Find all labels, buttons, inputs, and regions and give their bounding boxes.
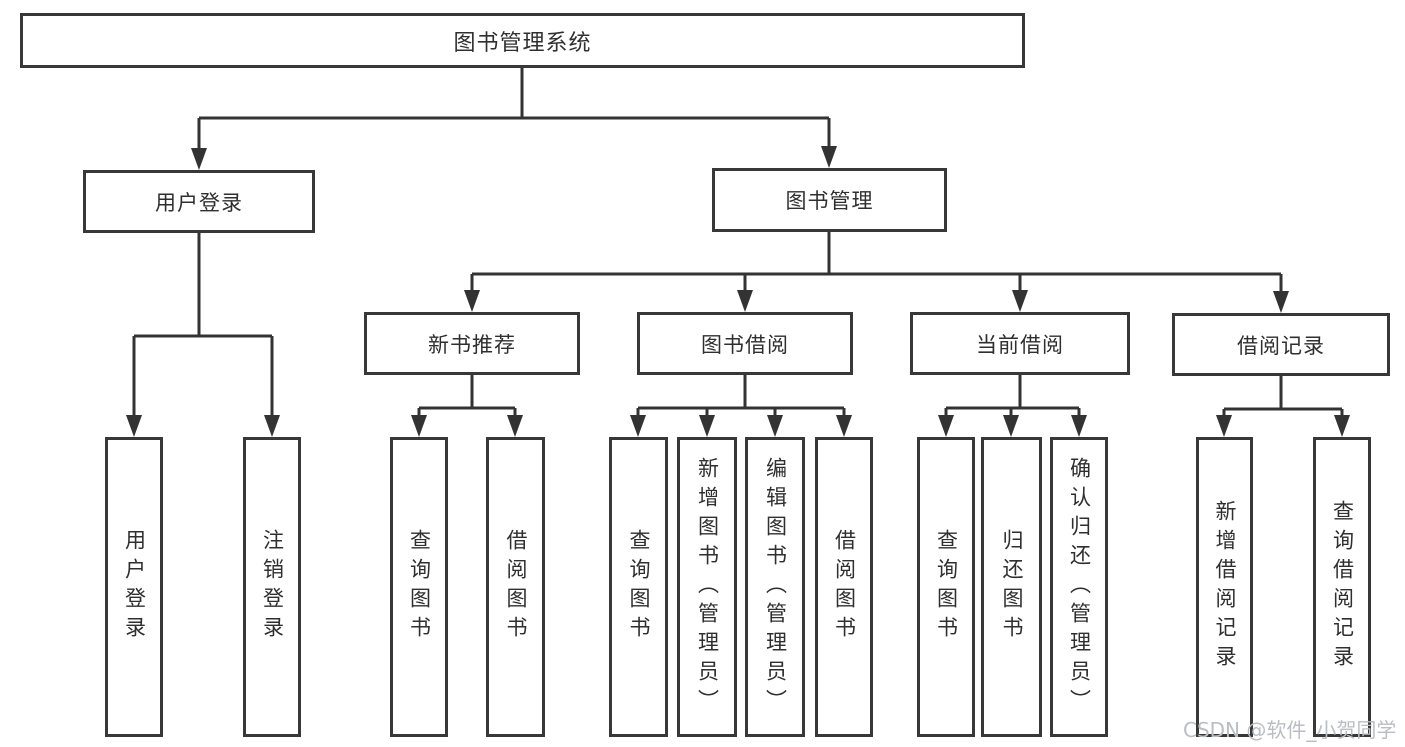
connector-root	[197, 68, 831, 156]
leaf-search-books-under-current: 查询图书	[917, 437, 975, 737]
leaf-confirm-return-admin: 确认归还（管理员）	[1050, 437, 1108, 737]
leaf-return-books: 归还图书	[981, 437, 1042, 737]
connector-records	[1222, 376, 1344, 423]
node-label: 当前借阅	[976, 332, 1064, 357]
leaf-label: 用户登录	[122, 529, 147, 645]
leaf-label: 归还图书	[1000, 529, 1024, 645]
node-user-login: 用户登录	[83, 170, 315, 233]
leaf-add-borrow-record: 新增借阅记录	[1196, 437, 1253, 737]
connector-borrowing	[636, 375, 846, 423]
leaf-edit-books-admin: 编辑图书（管理员）	[745, 437, 805, 737]
node-current-borrowing: 当前借阅	[910, 312, 1130, 375]
connector-new-book	[417, 375, 517, 423]
leaf-label: 查询图书	[934, 529, 959, 645]
leaf-label: 新增借阅记录	[1213, 500, 1237, 674]
leaf-label: 借阅图书	[832, 529, 857, 645]
node-new-book-recommendation: 新书推荐	[364, 312, 580, 375]
leaf-label: 查询图书	[627, 529, 651, 645]
node-borrowing-records: 借阅记录	[1172, 313, 1390, 376]
leaf-search-books-under-new-book: 查询图书	[390, 437, 448, 737]
node-label: 借阅记录	[1237, 333, 1325, 358]
leaf-label: 查询借阅记录	[1330, 500, 1355, 674]
node-book-borrowing: 图书借阅	[637, 312, 853, 375]
leaf-label: 新增图书（管理员）	[695, 456, 720, 718]
leaf-label: 编辑图书（管理员）	[763, 456, 788, 718]
node-label: 图书管理系统	[453, 30, 592, 56]
leaf-logout-login: 注销登录	[243, 437, 301, 737]
leaf-user-login: 用户登录	[105, 437, 163, 737]
leaf-label: 确认归还（管理员）	[1067, 456, 1092, 718]
leaf-add-books-admin: 新增图书（管理员）	[677, 437, 737, 737]
leaf-search-books-under-borrowing: 查询图书	[609, 437, 668, 737]
connector-user-login	[132, 233, 274, 423]
node-label: 图书借阅	[701, 332, 789, 357]
node-label: 图书管理	[785, 189, 874, 213]
leaf-borrow-books-under-new-book: 借阅图书	[486, 437, 545, 737]
node-library-management-system: 图书管理系统	[20, 13, 1025, 68]
leaf-search-borrow-record: 查询借阅记录	[1313, 437, 1371, 737]
csdn-watermark: CSDN @软件_小贺同学	[1183, 718, 1397, 742]
node-label: 新书推荐	[428, 332, 516, 357]
node-book-management: 图书管理	[712, 168, 947, 232]
leaf-label: 注销登录	[260, 529, 285, 645]
leaf-borrow-books-under-borrowing: 借阅图书	[815, 437, 873, 737]
leaf-label: 查询图书	[407, 529, 432, 645]
connector-current	[944, 375, 1081, 423]
connector-book-mgmt	[470, 232, 1283, 299]
leaf-label: 借阅图书	[504, 529, 528, 645]
node-label: 用户登录	[155, 190, 243, 215]
